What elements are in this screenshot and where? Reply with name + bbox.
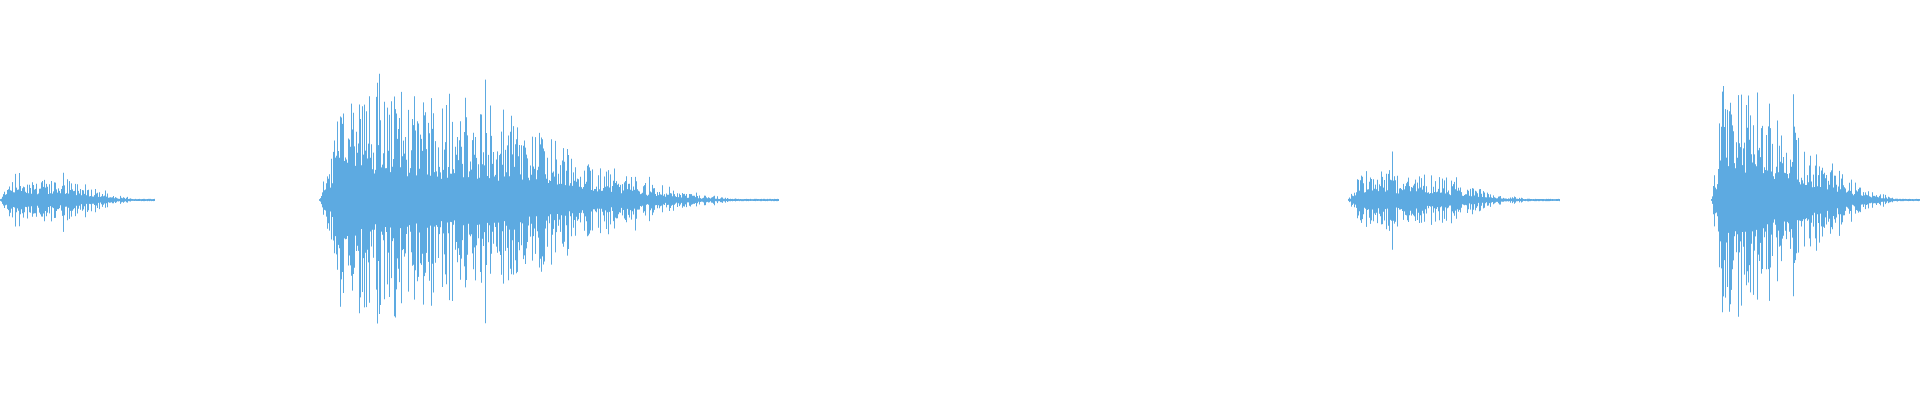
waveform-burst: [0, 172, 155, 232]
waveform-burst: [1348, 151, 1560, 250]
waveform-burst: [319, 73, 779, 324]
waveform-burst: [1711, 86, 1920, 317]
